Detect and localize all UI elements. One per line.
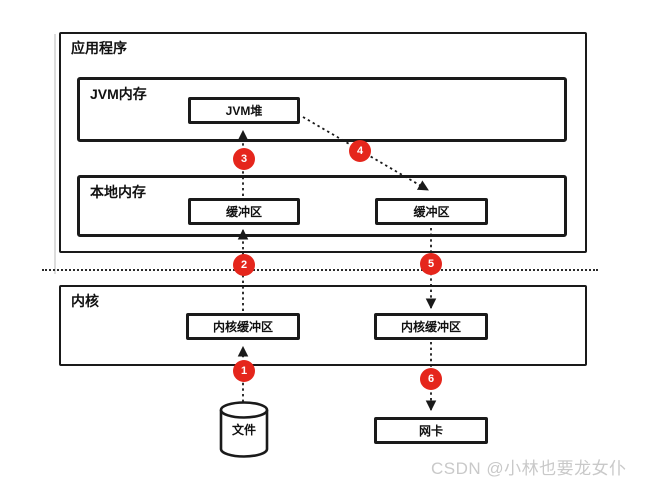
kernel-label: 内核 [71, 293, 99, 309]
step-badge-6: 6 [420, 368, 442, 390]
jvm-memory-label: JVM内存 [90, 86, 147, 102]
jvm-memory-box: JVM内存 [77, 77, 567, 142]
application-label: 应用程序 [71, 40, 127, 56]
file-cylinder-top [219, 401, 269, 419]
native-memory-box: 本地内存 [77, 175, 567, 237]
nic-box: 网卡 [374, 417, 488, 444]
left-artifact-line [54, 34, 56, 274]
buffer-left-box: 缓冲区 [188, 198, 300, 225]
step-badge-4: 4 [349, 140, 371, 162]
file-label: 文件 [231, 423, 256, 437]
step-badge-5: 5 [420, 253, 442, 275]
kernel-buffer-left-box: 内核缓冲区 [186, 313, 300, 340]
step-badge-2: 2 [233, 254, 255, 276]
step-badge-1: 1 [233, 360, 255, 382]
buffer-right-box: 缓冲区 [375, 198, 488, 225]
kernel-box: 内核 [59, 285, 587, 366]
step-badge-3: 3 [233, 148, 255, 170]
native-memory-label: 本地内存 [90, 184, 146, 200]
kernel-buffer-right-box: 内核缓冲区 [374, 313, 488, 340]
watermark-text: CSDN @小林也要龙女仆 [431, 459, 627, 478]
jvm-heap-box: JVM堆 [188, 97, 300, 124]
user-kernel-divider [42, 269, 598, 271]
